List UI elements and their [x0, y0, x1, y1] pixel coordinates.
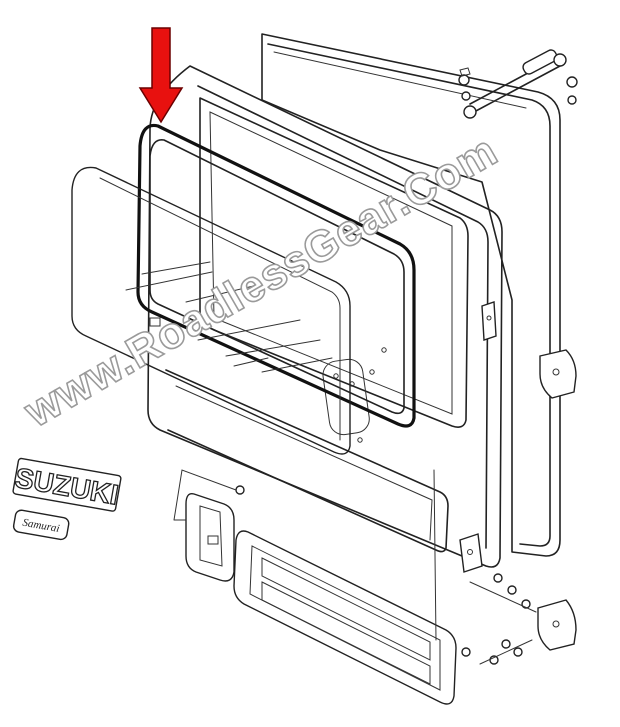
lower-hinge	[459, 533, 577, 665]
samurai-emblem: Samurai	[12, 509, 70, 541]
red-down-arrow	[138, 27, 184, 124]
strut-fasteners	[458, 67, 578, 105]
gas-strut	[458, 49, 578, 119]
handle-bezel	[173, 469, 245, 582]
window-weatherstrip	[136, 123, 416, 428]
outer-weatherstrip	[261, 33, 561, 557]
watermark-text: www.RoadlessGear.Com	[16, 126, 506, 437]
upper-hinge	[481, 301, 577, 399]
suzuki-emblem: SUZUKI	[12, 457, 122, 512]
lower-trim-panel	[233, 469, 457, 705]
window-glass	[71, 166, 351, 455]
